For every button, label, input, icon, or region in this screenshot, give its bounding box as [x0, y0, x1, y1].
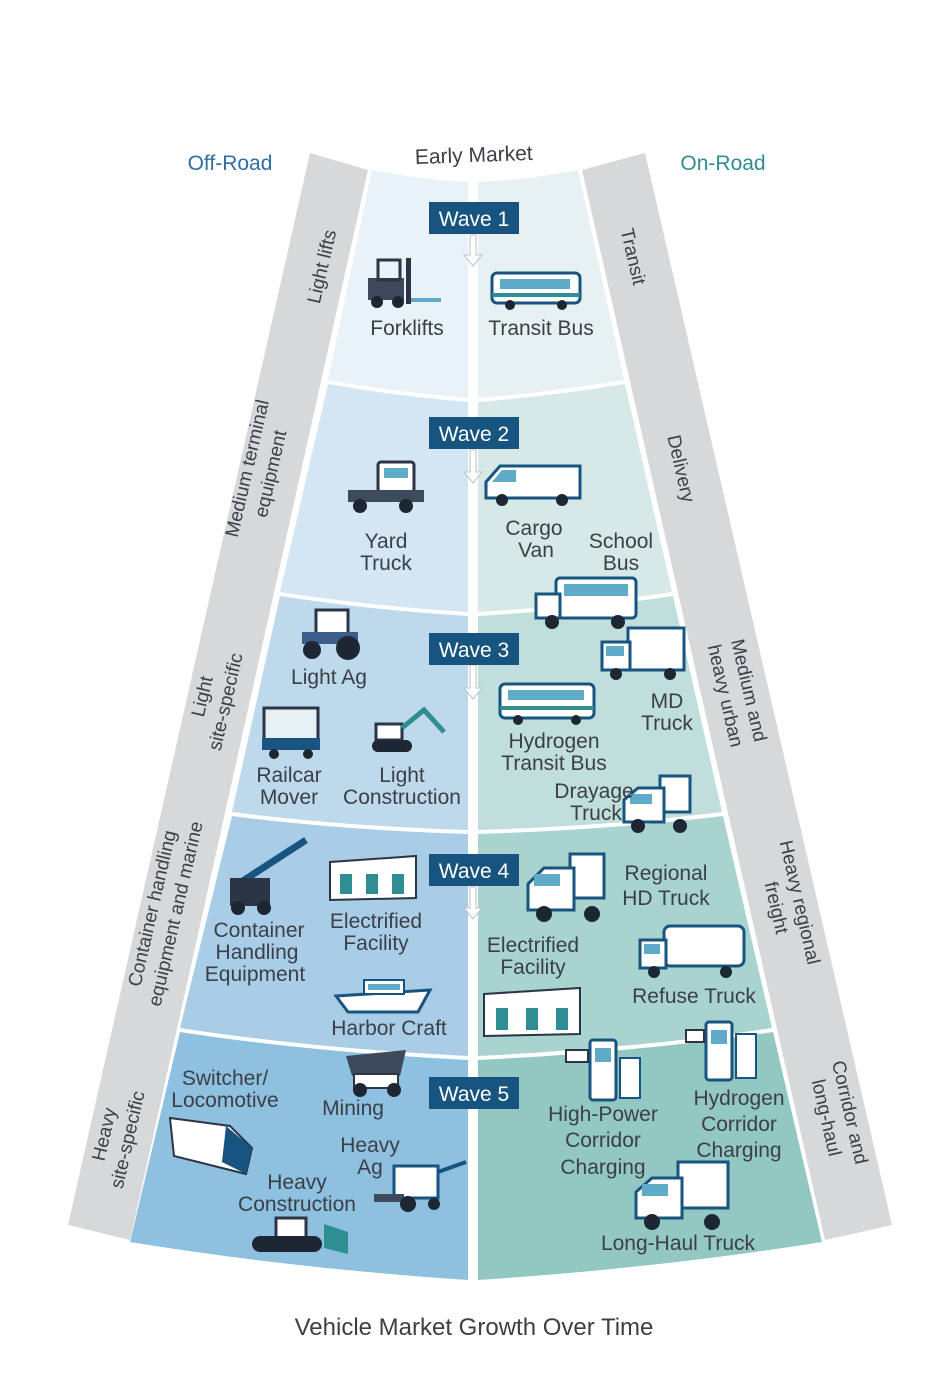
label-hydrogen-corridor-1: Hydrogen: [693, 1087, 784, 1110]
label-school-bus-1: School: [589, 530, 653, 553]
charger-icon: [565, 1038, 641, 1102]
label-harbor-craft: Harbor Craft: [331, 1017, 447, 1040]
mining-truck-icon: [346, 1050, 406, 1097]
label-container-handling-2: Handling: [216, 941, 299, 964]
label-hydrogen-corridor-2: Corridor: [701, 1113, 777, 1136]
wave-5-label: Wave 5: [439, 1083, 509, 1106]
label-electrified-facility-right-2: Facility: [500, 956, 566, 979]
label-light-ag: Light Ag: [291, 666, 367, 689]
label-hydrogen-bus-2: Transit Bus: [501, 752, 606, 775]
label-railcar-mover-1: Railcar: [256, 764, 321, 787]
label-high-power-1: High-Power: [548, 1103, 658, 1126]
excavator-icon: [372, 706, 446, 752]
label-cargo-van-1: Cargo: [505, 517, 562, 540]
left-wave-3-section: [232, 596, 468, 830]
facility-left-icon: [329, 854, 417, 902]
regional-semi-truck-icon: [526, 852, 606, 922]
label-high-power-3: Charging: [560, 1156, 645, 1179]
label-container-handling-3: Equipment: [205, 963, 306, 986]
label-school-bus-2: Bus: [603, 552, 639, 575]
transit-bus-icon: [490, 271, 582, 310]
label-drayage-truck-1: Drayage: [554, 780, 633, 803]
label-container-handling-1: Container: [213, 919, 304, 942]
label-drayage-truck-2: Truck: [570, 802, 622, 825]
wave-3-badge: Wave 3: [429, 633, 519, 665]
label-heavy-ag-1: Heavy: [340, 1134, 400, 1157]
railcar-mover-icon: [262, 706, 320, 759]
label-railcar-mover-2: Mover: [260, 786, 318, 809]
hydrogen-bus-icon: [498, 682, 596, 725]
arrow-wave-1: [462, 234, 484, 267]
wave-4-badge: Wave 4: [429, 854, 519, 886]
drayage-semi-truck-icon: [622, 774, 692, 833]
right-side-band: [582, 153, 892, 1240]
tractor-icon: [302, 608, 360, 660]
label-refuse-truck: Refuse Truck: [632, 985, 756, 1008]
label-hydrogen-bus-1: Hydrogen: [508, 730, 599, 753]
yard-truck-icon: [348, 460, 424, 513]
off-road-label: Off-Road: [188, 152, 273, 175]
right-wave-5-section: [478, 1032, 822, 1280]
footer-title: Vehicle Market Growth Over Time: [295, 1314, 654, 1341]
label-cargo-van-2: Van: [518, 539, 554, 562]
locomotive-icon: [168, 1116, 254, 1176]
label-regional-hd-truck-1: Regional: [625, 862, 708, 885]
label-electrified-facility-left-1: Electrified: [330, 910, 422, 933]
school-bus-icon: [534, 576, 638, 629]
label-md-truck-1: MD: [651, 690, 684, 713]
wave-2-label: Wave 2: [439, 423, 509, 446]
arrow-wave-4: [462, 886, 484, 920]
label-md-truck-2: Truck: [641, 712, 693, 735]
label-heavy-construction-2: Construction: [238, 1193, 356, 1216]
long-haul-truck-icon: [634, 1160, 730, 1230]
label-heavy-ag-2: Ag: [357, 1156, 383, 1179]
hydrogen-dispenser-icon: [685, 1020, 757, 1082]
label-yard-truck-2: Truck: [360, 552, 412, 575]
label-electrified-facility-right-1: Electrified: [487, 934, 579, 957]
on-road-label: On-Road: [680, 152, 765, 175]
label-forklifts: Forklifts: [370, 317, 444, 340]
refuse-truck-icon: [638, 924, 746, 978]
label-high-power-2: Corridor: [565, 1129, 641, 1152]
wave-1-label: Wave 1: [439, 208, 509, 231]
label-switcher-1: Switcher/: [182, 1067, 269, 1090]
box-truck-icon: [600, 626, 686, 680]
early-market-label: Early Market: [414, 142, 533, 169]
label-electrified-facility-left-2: Facility: [343, 932, 409, 955]
label-regional-hd-truck-2: HD Truck: [622, 887, 710, 910]
forklift-icon: [368, 258, 441, 308]
combine-icon: [374, 1160, 467, 1212]
bulldozer-icon: [252, 1216, 348, 1254]
wave-4-label: Wave 4: [439, 860, 510, 883]
wave-5-badge: Wave 5: [429, 1077, 519, 1109]
wave-3-label: Wave 3: [439, 639, 509, 662]
left-side-band: [68, 153, 368, 1240]
label-transit-bus: Transit Bus: [488, 317, 593, 340]
label-hydrogen-corridor-3: Charging: [696, 1139, 781, 1162]
left-wave-5-section: [130, 1032, 468, 1280]
label-yard-truck-1: Yard: [365, 530, 408, 553]
left-band-container-handling: Container handling equipment and marine: [125, 819, 208, 1008]
wave-1-badge: Wave 1: [429, 202, 519, 234]
label-light-construction-2: Construction: [343, 786, 461, 809]
label-heavy-construction-1: Heavy: [267, 1171, 327, 1194]
facility-right-icon: [483, 986, 581, 1038]
label-long-haul-truck: Long-Haul Truck: [601, 1232, 756, 1255]
cargo-van-icon: [484, 464, 582, 506]
center-arrows: [462, 234, 484, 920]
label-light-construction-1: Light: [379, 764, 425, 787]
arrow-wave-2: [462, 449, 484, 484]
label-switcher-2: Locomotive: [171, 1089, 278, 1112]
label-mining: Mining: [322, 1097, 384, 1120]
reach-stacker-icon: [230, 837, 308, 915]
arrow-wave-3: [462, 664, 484, 700]
harbor-craft-icon: [333, 979, 433, 1014]
wave-2-badge: Wave 2: [429, 417, 519, 449]
